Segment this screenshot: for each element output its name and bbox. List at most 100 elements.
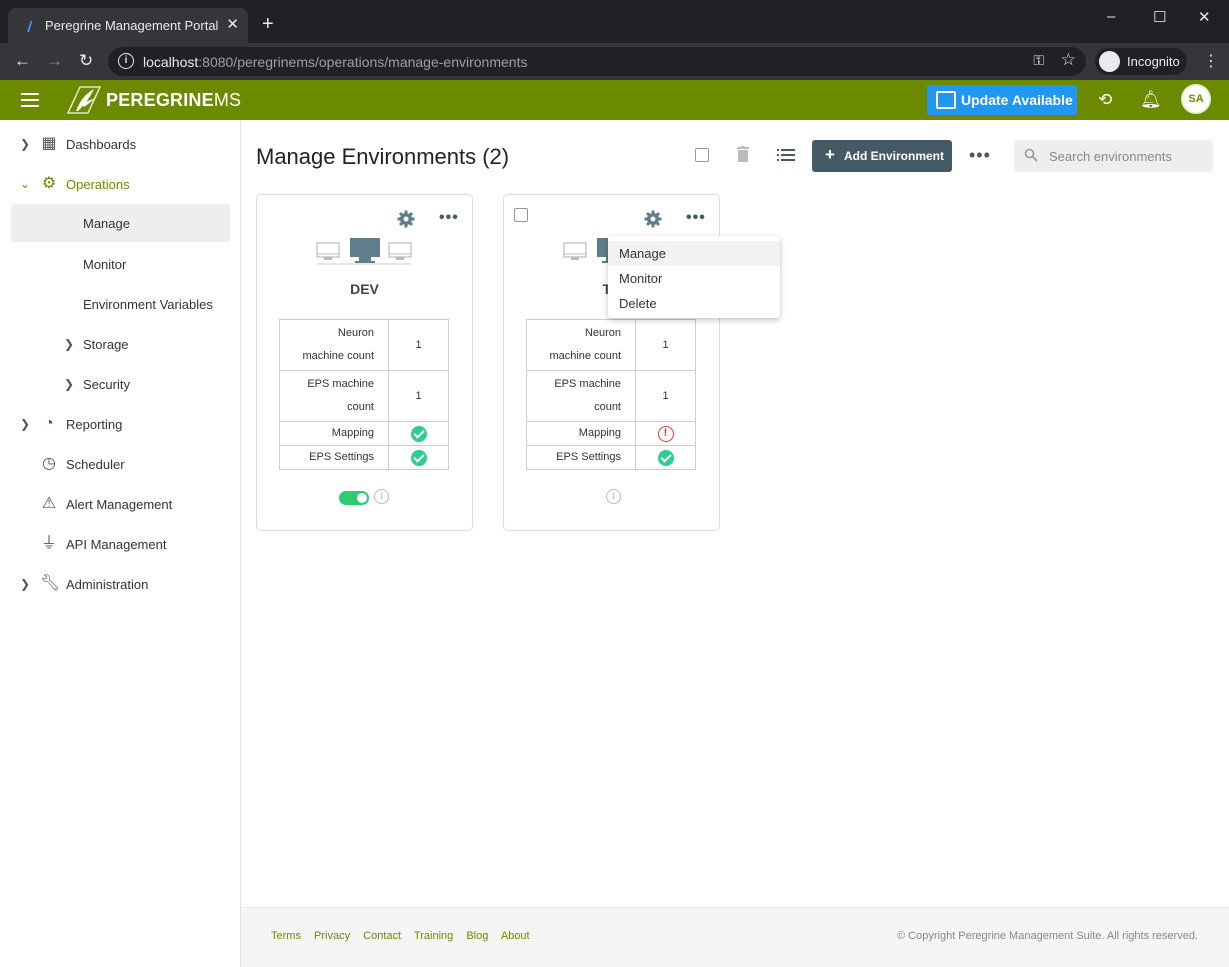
tab-close-icon[interactable]: ✕ xyxy=(226,16,239,33)
window-close-icon[interactable]: ✕ xyxy=(1198,9,1211,26)
card-context-menu: Manage Monitor Delete xyxy=(608,236,780,318)
new-tab-icon[interactable]: + xyxy=(262,13,274,35)
history-icon[interactable]: ⟲ xyxy=(1098,90,1113,109)
check-circle-icon xyxy=(657,449,674,466)
sidebar-item-dashboards[interactable]: ❯ ▦ Dashboards xyxy=(0,125,240,163)
forward-icon[interactable]: → xyxy=(46,51,63,70)
menu-item-monitor[interactable]: Monitor xyxy=(619,271,663,286)
table-row: EPS Settings xyxy=(279,445,449,470)
sidebar-item-security[interactable]: ❯ Security xyxy=(0,365,240,403)
menu-icon[interactable] xyxy=(21,93,39,107)
settings-gear-icon[interactable] xyxy=(644,210,662,228)
footer: Terms Privacy Contact Training Blog Abou… xyxy=(241,907,1229,967)
trash-icon[interactable] xyxy=(737,146,749,162)
sidebar-item-label: Storage xyxy=(83,337,129,352)
sidebar-item-storage[interactable]: ❯ Storage xyxy=(0,325,240,363)
gear-icon: ⚙ xyxy=(41,175,57,192)
incognito-label: Incognito xyxy=(1127,54,1180,69)
sidebar-item-monitor[interactable]: Monitor xyxy=(0,245,240,283)
sidebar: ❯ ▦ Dashboards ⌄ ⚙ Operations Manage Mon… xyxy=(0,120,241,967)
pie-chart-icon: ◔ xyxy=(44,415,54,432)
more-options-icon[interactable]: ••• xyxy=(969,145,991,165)
sidebar-item-environment-variables[interactable]: Environment Variables xyxy=(0,285,240,323)
sidebar-item-manage[interactable]: Manage xyxy=(11,204,230,242)
menu-item-delete[interactable]: Delete xyxy=(619,296,657,311)
sidebar-item-administration[interactable]: ❯ 🔧︎ Administration xyxy=(0,565,240,603)
logo-text: PEREGRINEMS xyxy=(106,90,242,110)
footer-link-contact[interactable]: Contact xyxy=(363,930,402,942)
page-title: Manage Environments (2) xyxy=(256,144,510,169)
check-circle-icon xyxy=(410,425,427,442)
sidebar-item-api-management[interactable]: ⏚ API Management xyxy=(0,525,240,563)
menu-item-manage[interactable]: Manage xyxy=(608,241,780,266)
reload-icon[interactable]: ↻ xyxy=(79,51,94,70)
info-icon[interactable]: i xyxy=(606,489,621,504)
address-bar[interactable]: i localhost:8080/peregrinems/operations/… xyxy=(108,47,1086,76)
app-header: PEREGRINEMS Update Available ⟲ 🔔︎ SA xyxy=(0,80,1229,120)
incognito-indicator[interactable]: Incognito xyxy=(1095,48,1187,75)
row-value: ! xyxy=(635,421,696,446)
sidebar-item-label: Dashboards xyxy=(66,137,137,152)
site-info-icon[interactable]: i xyxy=(118,53,134,69)
card-more-icon[interactable]: ••• xyxy=(439,209,459,226)
sidebar-item-reporting[interactable]: ❯ ◔ Reporting xyxy=(0,405,240,443)
sidebar-item-operations[interactable]: ⌄ ⚙ Operations xyxy=(0,165,240,203)
info-icon[interactable]: i xyxy=(374,489,389,504)
search-icon xyxy=(1024,148,1038,162)
download-icon xyxy=(936,91,956,109)
check-circle-icon xyxy=(410,449,427,466)
footer-link-about[interactable]: About xyxy=(500,930,530,942)
row-value: 1 xyxy=(388,319,449,371)
add-environment-button[interactable]: + Add Environment xyxy=(812,140,952,172)
url-text: localhost:8080/peregrinems/operations/ma… xyxy=(143,54,528,70)
maximize-icon[interactable]: ☐ xyxy=(1153,9,1167,26)
browser-menu-icon[interactable]: ⋮ xyxy=(1203,53,1219,70)
error-exclamation-icon: ! xyxy=(657,425,674,442)
sidebar-item-label: Scheduler xyxy=(66,457,125,472)
card-more-icon[interactable]: ••• xyxy=(686,209,706,226)
settings-gear-icon[interactable] xyxy=(397,210,415,228)
clock-icon: ◷ xyxy=(42,455,56,472)
back-icon[interactable]: ← xyxy=(14,51,31,70)
environment-servers-icon xyxy=(316,238,412,265)
sidebar-item-label: Operations xyxy=(66,177,130,192)
peregrine-logo-icon xyxy=(66,86,102,114)
avatar[interactable]: SA xyxy=(1181,84,1211,114)
sidebar-item-scheduler[interactable]: ◷ Scheduler xyxy=(0,445,240,483)
bookmark-star-icon[interactable]: ☆ xyxy=(1060,50,1076,69)
notification-bell-icon[interactable]: 🔔︎ xyxy=(1140,90,1162,109)
key-icon[interactable]: ⚿ xyxy=(1033,52,1044,68)
select-all-checkbox[interactable] xyxy=(695,148,709,162)
footer-link-terms[interactable]: Terms xyxy=(271,930,301,942)
browser-tab[interactable]: Peregrine Management Portal ✕ xyxy=(8,8,248,43)
warning-triangle-icon: ⚠ xyxy=(41,495,57,512)
tab-title: Peregrine Management Portal xyxy=(45,18,219,33)
footer-link-privacy[interactable]: Privacy xyxy=(314,930,351,942)
list-view-icon[interactable] xyxy=(777,149,795,161)
row-value: 1 xyxy=(635,319,696,371)
row-value xyxy=(388,421,449,446)
card-select-checkbox[interactable] xyxy=(514,208,528,222)
copyright-text: © Copyright Peregrine Management Suite. … xyxy=(897,930,1198,942)
update-available-button[interactable]: Update Available xyxy=(927,85,1077,115)
sidebar-item-label: Environment Variables xyxy=(83,297,213,312)
footer-links: Terms Privacy Contact Training Blog Abou… xyxy=(271,930,540,942)
plug-icon: ⏚ xyxy=(40,535,57,552)
footer-link-training[interactable]: Training xyxy=(413,930,454,942)
table-row: Mapping ! xyxy=(526,421,696,446)
table-row: Mapping xyxy=(279,421,449,446)
browser-toolbar: ← → ↻ i localhost:8080/peregrinems/opera… xyxy=(0,43,1229,80)
sidebar-item-label: Reporting xyxy=(66,417,123,432)
sidebar-item-alert-management[interactable]: ⚠ Alert Management xyxy=(0,485,240,523)
search-input[interactable] xyxy=(1049,146,1204,166)
wrench-icon: 🔧︎ xyxy=(40,575,61,592)
sidebar-item-label: Security xyxy=(83,377,130,392)
minimize-icon[interactable]: – xyxy=(1107,8,1116,25)
environment-enabled-toggle[interactable] xyxy=(339,491,369,505)
row-value: 1 xyxy=(388,370,449,422)
footer-link-blog[interactable]: Blog xyxy=(466,930,489,942)
